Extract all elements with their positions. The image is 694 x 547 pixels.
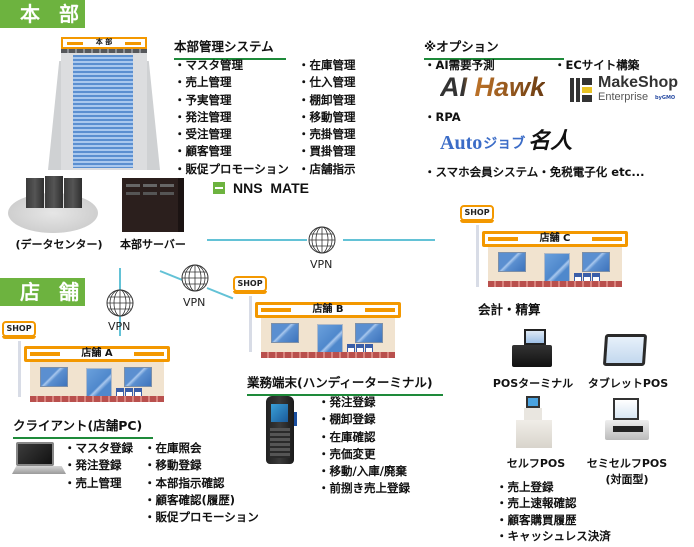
hq-system-list-2: 在庫管理 仕入管理 棚卸管理 移動管理 売掛管理 買掛管理 店舗指示 bbox=[298, 57, 356, 178]
list-item: 顧客購買履歴 bbox=[496, 512, 611, 528]
store-a-icon: 店舗 A bbox=[24, 346, 170, 402]
store-a-list-1: マスタ登録 発注登録 売上管理 bbox=[64, 440, 134, 492]
list-item: 顧客確認(履歴) bbox=[144, 492, 259, 509]
store-a-name: 店舗 A bbox=[81, 348, 113, 359]
list-item: 仕入管理 bbox=[298, 74, 356, 91]
list-item: 売価変更 bbox=[318, 446, 410, 463]
options-heading: ※オプション bbox=[424, 36, 564, 60]
autojob-logo: Auto ジョブ 名人 bbox=[440, 128, 573, 154]
list-item: 受注管理 bbox=[174, 126, 289, 143]
vpn-label: VPN bbox=[183, 296, 206, 309]
tablet-pos-label: タブレットPOS bbox=[587, 377, 669, 390]
list-item: 棚卸管理 bbox=[298, 92, 356, 109]
list-item: マスタ登録 bbox=[64, 440, 134, 457]
self-pos-label: セルフPOS bbox=[506, 457, 566, 470]
building-sign: 本 部 bbox=[95, 38, 113, 46]
store-c-icon: 店舗 C bbox=[482, 231, 628, 287]
store-b-icon: 店舗 B bbox=[255, 302, 401, 358]
list-item: 在庫確認 bbox=[318, 429, 410, 446]
vpn-globe-icon bbox=[308, 226, 336, 254]
gmo-text: byGMO bbox=[655, 95, 676, 101]
list-item: 販促プロモーション bbox=[174, 161, 289, 178]
handy-terminal-icon bbox=[266, 396, 297, 464]
list-item: 予実管理 bbox=[174, 92, 289, 109]
list-item: マスタ管理 bbox=[174, 57, 289, 74]
shop-pole-a bbox=[18, 341, 21, 397]
option-rpa-label: ・RPA bbox=[424, 110, 461, 124]
self-pos-icon bbox=[512, 396, 556, 448]
list-item: 顧客管理 bbox=[174, 143, 289, 160]
store-b-heading: 業務端末(ハンディーターミナル) bbox=[247, 372, 443, 396]
hq-server-label: 本部サーバー bbox=[120, 238, 186, 251]
list-item: 売上管理 bbox=[64, 475, 133, 492]
makeshop-text: MakeShop bbox=[598, 74, 679, 91]
list-item: 売上登録 bbox=[496, 479, 611, 495]
pos-terminal-label: POSターミナル bbox=[492, 377, 574, 390]
list-item: 棚卸登録 bbox=[318, 411, 410, 428]
ai-hawk-logo: AI Hawk bbox=[440, 72, 546, 102]
list-item: 店舗指示 bbox=[298, 161, 356, 178]
makeshop-sub-text: Enterprise bbox=[598, 91, 649, 103]
shop-sign-a: SHOP bbox=[2, 321, 36, 339]
semi-self-pos-label: セミセルフPOS bbox=[586, 457, 668, 470]
shop-sign-c: SHOP bbox=[460, 205, 494, 223]
list-item: 販促プロモーション bbox=[144, 509, 259, 526]
store-b-list: 発注登録 棚卸登録 在庫確認 売価変更 移動/入庫/廃棄 前捌き売上登録 bbox=[318, 394, 411, 498]
makeshop-logo: MakeShop Enterprise byGMO bbox=[570, 74, 690, 104]
vpn-line-hq-to-c-2 bbox=[343, 239, 435, 241]
list-item: 在庫照会 bbox=[144, 440, 259, 457]
list-item: 本部指示確認 bbox=[144, 475, 259, 492]
list-item: 移動/入庫/廃棄 bbox=[318, 463, 410, 480]
headquarters-section-tag: 本 部 bbox=[0, 0, 85, 28]
list-item: 発注登録 bbox=[64, 457, 133, 474]
store-c-name: 店舗 C bbox=[539, 233, 571, 244]
options-footer: ・スマホ会員システム・免税電子化 etc... bbox=[424, 165, 645, 179]
list-item: 移動登録 bbox=[144, 457, 259, 474]
list-item: 発注登録 bbox=[318, 394, 410, 411]
store-c-heading: 会計・精算 bbox=[478, 302, 541, 317]
vpn-line-to-b-2 bbox=[206, 287, 234, 300]
list-item: 前捌き売上登録 bbox=[318, 480, 411, 497]
list-item: 売掛管理 bbox=[298, 126, 356, 143]
semi-self-pos-sublabel: (対面型) bbox=[605, 473, 649, 486]
shop-pole-b bbox=[249, 296, 252, 352]
option-ai-label: ・AI需要予測 bbox=[424, 58, 495, 72]
vpn-label: VPN bbox=[108, 320, 131, 333]
store-a-heading: クライアント(店舗PC) bbox=[13, 415, 153, 439]
nns-mate-icon bbox=[213, 182, 225, 194]
shop-sign-b: SHOP bbox=[233, 276, 267, 294]
tablet-pos-icon bbox=[602, 334, 648, 366]
laptop-icon bbox=[12, 442, 66, 476]
pos-terminal-icon bbox=[510, 329, 554, 369]
list-item: 在庫管理 bbox=[298, 57, 356, 74]
list-item: 売上管理 bbox=[174, 74, 289, 91]
store-a-list-2: 在庫照会 移動登録 本部指示確認 顧客確認(履歴) 販促プロモーション bbox=[144, 440, 259, 526]
vpn-line-to-a-2 bbox=[119, 316, 121, 336]
vpn-globe-icon bbox=[181, 264, 209, 292]
store-b-name: 店舗 B bbox=[312, 304, 344, 315]
vpn-globe-icon bbox=[106, 289, 134, 317]
nns-mate-text: NNS MATE bbox=[233, 180, 309, 196]
list-item: 移動管理 bbox=[298, 109, 356, 126]
hq-server-icon bbox=[122, 178, 184, 232]
store-c-list: 売上登録 売上速報確認 顧客購買履歴 キャッシュレス決済 bbox=[496, 479, 611, 544]
vpn-line-hq-to-c bbox=[207, 239, 307, 241]
semi-self-pos-icon bbox=[603, 398, 651, 444]
datacenter-label: (データセンター) bbox=[15, 238, 103, 251]
vpn-line-to-a bbox=[119, 268, 121, 290]
datacenter-icon bbox=[8, 175, 98, 233]
headquarters-building-icon: 本 部 bbox=[48, 37, 160, 170]
list-item: キャッシュレス決済 bbox=[496, 528, 611, 544]
list-item: 発注管理 bbox=[174, 109, 289, 126]
shop-pole-c bbox=[476, 225, 479, 287]
option-ec-label: ・ECサイト構築 bbox=[554, 58, 640, 72]
list-item: 買掛管理 bbox=[298, 143, 356, 160]
makeshop-icon bbox=[570, 78, 594, 102]
store-section-tag: 店 舗 bbox=[0, 278, 85, 306]
nns-mate-logo: NNS MATE bbox=[213, 180, 309, 196]
vpn-label: VPN bbox=[310, 258, 333, 271]
hq-system-list-1: マスタ管理 売上管理 予実管理 発注管理 受注管理 顧客管理 販促プロモーション bbox=[174, 57, 289, 178]
list-item: 売上速報確認 bbox=[496, 495, 611, 511]
